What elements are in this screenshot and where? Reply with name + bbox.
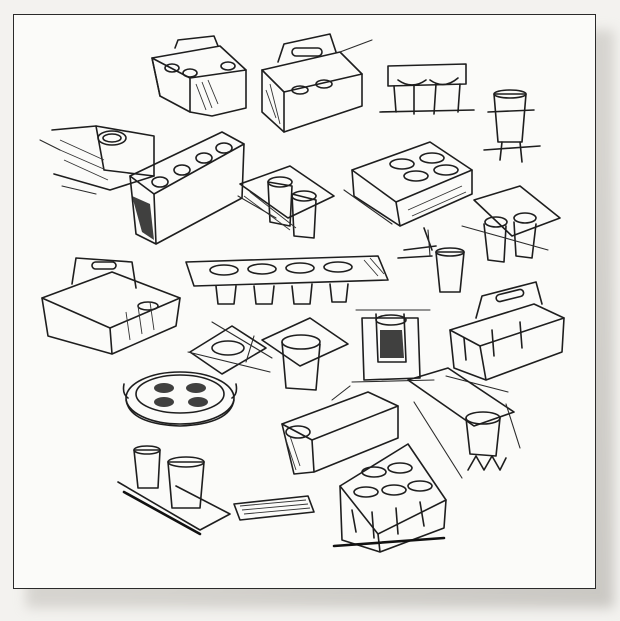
sketch-handled-carrier-small (151, 35, 247, 117)
sketch-round-basket (122, 371, 238, 427)
sketch-handled-three-pack (445, 281, 565, 393)
sketch-loose-strokes (39, 139, 431, 401)
sketch-boxed-four-pack (343, 141, 473, 227)
sketch-frame-tall-cup (261, 317, 349, 391)
sketch-cup-with-tag (397, 227, 465, 293)
sketch-flat-slab (233, 495, 315, 521)
sketch-handled-carrier-tall (261, 33, 373, 133)
sketch-gable-box (281, 391, 399, 475)
sketch-sleeve-single-cup (407, 367, 521, 479)
sketch-two-cup-tray (239, 165, 335, 239)
sketch-cup-block-single (51, 125, 155, 191)
sketch-single-cup-stand (483, 89, 541, 163)
sketch-square-tray-single (189, 321, 273, 375)
sketch-cage-holder (351, 309, 435, 383)
sketch-handled-carton (41, 257, 181, 355)
sketch-slanted-plate-two-cups (461, 185, 561, 263)
sketch-long-tray-four-cups (185, 255, 389, 305)
sketch-pyramid-carrier (332, 443, 447, 553)
sketch-four-cup-block (129, 131, 245, 245)
sketch-two-cups-on-board (117, 445, 231, 536)
sketch-table-holder (379, 63, 475, 115)
